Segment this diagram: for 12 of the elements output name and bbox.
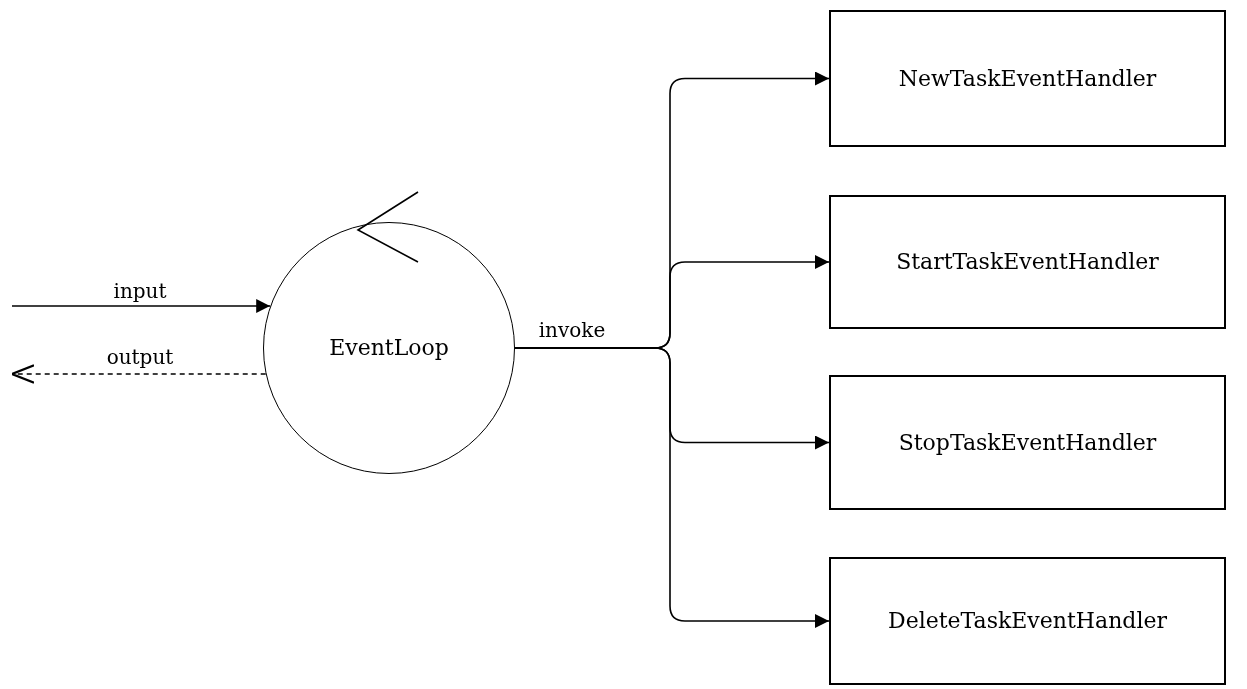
handler-box [829,195,1226,329]
handler-box [829,557,1226,685]
arrow [10,364,267,384]
arrow [514,347,830,628]
node-label: StopTaskEventHandler [898,428,1157,457]
node-label: NewTaskEventHandler [898,64,1157,93]
node-label: StartTaskEventHandler [896,248,1159,276]
handler-box [829,375,1226,510]
node-label: DeleteTaskEventHandler [888,607,1167,635]
arrow [11,299,271,313]
node-label: EventLoop [329,334,449,362]
handler-box [829,10,1226,147]
